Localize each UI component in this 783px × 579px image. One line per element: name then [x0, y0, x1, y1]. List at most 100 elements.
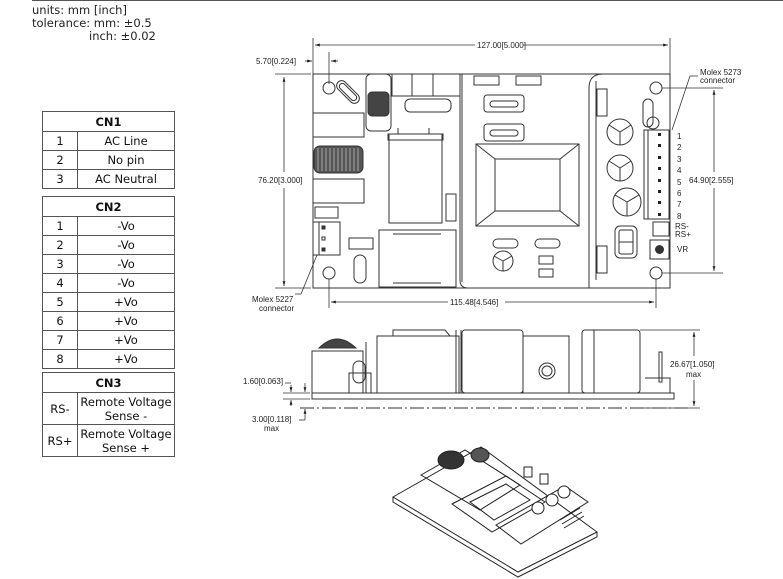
mounting-hole	[649, 266, 663, 280]
output-choke	[614, 225, 638, 259]
component-block	[596, 88, 608, 117]
units-note: units: mm [inch] tolerance: mm: ±0.5 inc…	[32, 4, 156, 43]
table-row: 4-Vo	[42, 273, 175, 293]
dim-hole-offset-label: 5.70[0.224]	[256, 57, 296, 66]
dim-height-label: 76.20[3.000]	[258, 176, 303, 185]
output-capacitor	[606, 118, 634, 146]
table-row: 7+Vo	[42, 330, 175, 350]
cn2-title: CN2	[42, 196, 175, 217]
iso-transformer	[451, 475, 546, 533]
molex-5227-label-2: connector	[259, 304, 294, 313]
side-component	[348, 372, 372, 394]
pin-function: -Vo	[77, 235, 175, 255]
iso-mosfet	[523, 466, 533, 478]
component-block	[348, 237, 374, 250]
remote-sense-connector	[652, 221, 670, 237]
output-pin-label: 5	[677, 178, 682, 187]
pin-number: RS-	[42, 392, 78, 425]
component-oval	[404, 98, 452, 113]
iso-choke	[437, 450, 465, 470]
iso-capacitor	[557, 485, 571, 499]
fuse-holder	[353, 254, 367, 284]
component-oval	[492, 238, 519, 249]
tolerance-inch: inch: ±0.02	[89, 29, 156, 43]
output-pin-label: 8	[677, 212, 682, 221]
side-capacitor-round	[538, 362, 556, 380]
iso-output-section	[495, 485, 589, 545]
side-view-dimensions	[283, 329, 700, 421]
capacitor-top	[492, 250, 514, 272]
vr-label: VR	[677, 245, 688, 254]
mounting-hole	[322, 266, 336, 280]
bridge-rectifier	[378, 229, 457, 288]
tolerance-mm: tolerance: mm: ±0.5	[32, 16, 152, 30]
component-block	[391, 73, 461, 97]
mosfet	[473, 75, 500, 86]
pin-number: RS+	[42, 424, 78, 457]
side-transformer	[461, 329, 524, 394]
mounting-hole	[649, 81, 663, 95]
top-view-labels: 127.00[5.000] 5.70[0.224] 76.20[3.000] 1…	[252, 41, 742, 313]
pin-function-line2: Sense -	[104, 408, 148, 423]
iso-capacitor	[545, 493, 559, 507]
output-pin-label: 7	[677, 200, 682, 209]
component-block	[483, 123, 525, 142]
component-block	[596, 245, 608, 274]
side-component	[311, 350, 364, 394]
dim-total-height-note: max	[686, 370, 701, 379]
molex-5227-connector	[312, 221, 341, 256]
side-view	[300, 329, 690, 409]
rs-minus-label: RS-	[675, 222, 689, 231]
fuse	[336, 80, 360, 104]
fuse-holder	[642, 98, 654, 128]
side-view-labels: 1.60[0.063] 3.00[0.118] max 26.67[1.050]…	[243, 360, 715, 433]
component-block	[312, 178, 365, 204]
output-capacitor	[612, 187, 642, 217]
pin-function: AC Neutral	[77, 169, 175, 189]
side-heatsink	[522, 335, 570, 394]
table-row: 1-Vo	[42, 216, 175, 236]
dim-hole-spacing-x-label: 115.48[4.546]	[450, 298, 498, 307]
side-output-block	[581, 329, 641, 394]
pin-function-line1: Remote Voltage	[80, 394, 172, 409]
side-trimmer	[658, 351, 663, 383]
connector-pins	[658, 133, 661, 216]
mosfet	[515, 75, 542, 86]
molex-5273-label: Molex 5273	[700, 68, 742, 77]
output-pin-label: 4	[677, 166, 682, 175]
pin-number: 8	[42, 349, 78, 369]
cn2-table: CN2 1-Vo 2-Vo 3-Vo 4-Vo 5+Vo 6+Vo 7+Vo 8…	[42, 196, 175, 369]
output-pin-label: 2	[677, 143, 682, 152]
component-oval	[534, 238, 561, 249]
molex-5227-label: Molex 5227	[252, 295, 294, 304]
table-row: 6+Vo	[42, 311, 175, 331]
optocoupler	[538, 268, 554, 278]
dim-clearance-label: 3.00[0.118]	[252, 415, 291, 424]
vr-trimmer	[649, 239, 670, 260]
transformer	[475, 143, 580, 227]
output-pin-label: 6	[677, 189, 682, 198]
heatsink-outline	[459, 74, 469, 289]
top-view	[312, 73, 671, 289]
side-fuse	[352, 360, 366, 384]
top-border-line	[32, 0, 783, 1]
rs-plus-label: RS+	[675, 230, 691, 239]
iso-board	[392, 446, 598, 573]
table-row: 5+Vo	[42, 292, 175, 312]
pin-function-line2: Sense +	[101, 440, 151, 455]
pin-function-line1: Remote Voltage	[80, 426, 172, 441]
side-capacitor	[376, 335, 460, 394]
table-row: 8+Vo	[42, 349, 175, 369]
component-block	[312, 112, 365, 138]
output-capacitor	[606, 154, 634, 182]
dim-total-height-label: 26.67[1.050]	[670, 360, 715, 369]
component-block	[445, 193, 457, 222]
output-pin-label: 1	[677, 132, 682, 141]
iso-choke	[470, 447, 490, 463]
molex-5273-connector	[643, 129, 670, 220]
